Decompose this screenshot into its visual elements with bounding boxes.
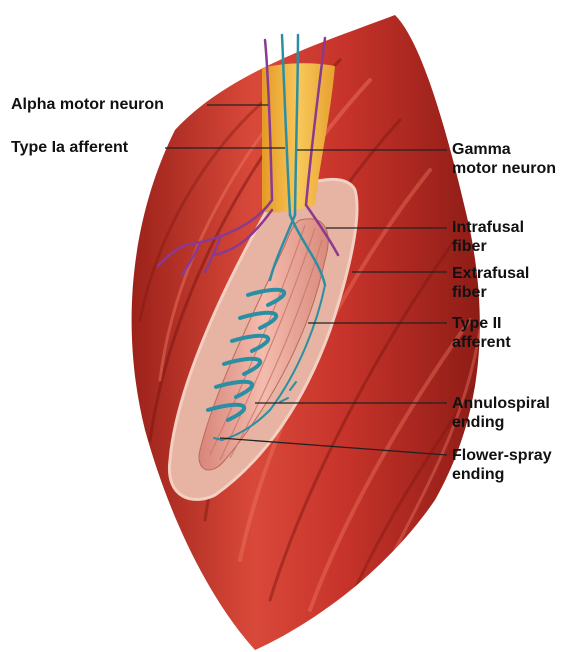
label-line-1: Flower-spray (452, 446, 552, 465)
label-line-1: Intrafusal (452, 218, 524, 237)
label-type-ii-afferent: Type II afferent (452, 314, 511, 352)
label-flower-spray-ending: Flower-spray ending (452, 446, 552, 484)
label-line-2: fiber (452, 237, 524, 256)
label-line-1: Gamma (452, 140, 556, 159)
label-annulospiral-ending: Annulospiral ending (452, 394, 550, 432)
label-line-1: Extrafusal (452, 264, 529, 283)
label-line-2: afferent (452, 333, 511, 352)
label-line-1: Type II (452, 314, 511, 333)
label-intrafusal-fiber: Intrafusal fiber (452, 218, 524, 256)
leader-flower-spray-ending (220, 438, 447, 455)
label-line-2: motor neuron (452, 159, 556, 178)
label-line-2: ending (452, 465, 552, 484)
label-line-1: Annulospiral (452, 394, 550, 413)
label-extrafusal-fiber: Extrafusal fiber (452, 264, 529, 302)
label-gamma-motor-neuron: Gamma motor neuron (452, 140, 556, 178)
label-line-2: ending (452, 413, 550, 432)
label-line-2: fiber (452, 283, 529, 302)
label-alpha-motor-neuron: Alpha motor neuron (11, 95, 164, 114)
label-type-ia-afferent: Type Ia afferent (11, 138, 128, 157)
